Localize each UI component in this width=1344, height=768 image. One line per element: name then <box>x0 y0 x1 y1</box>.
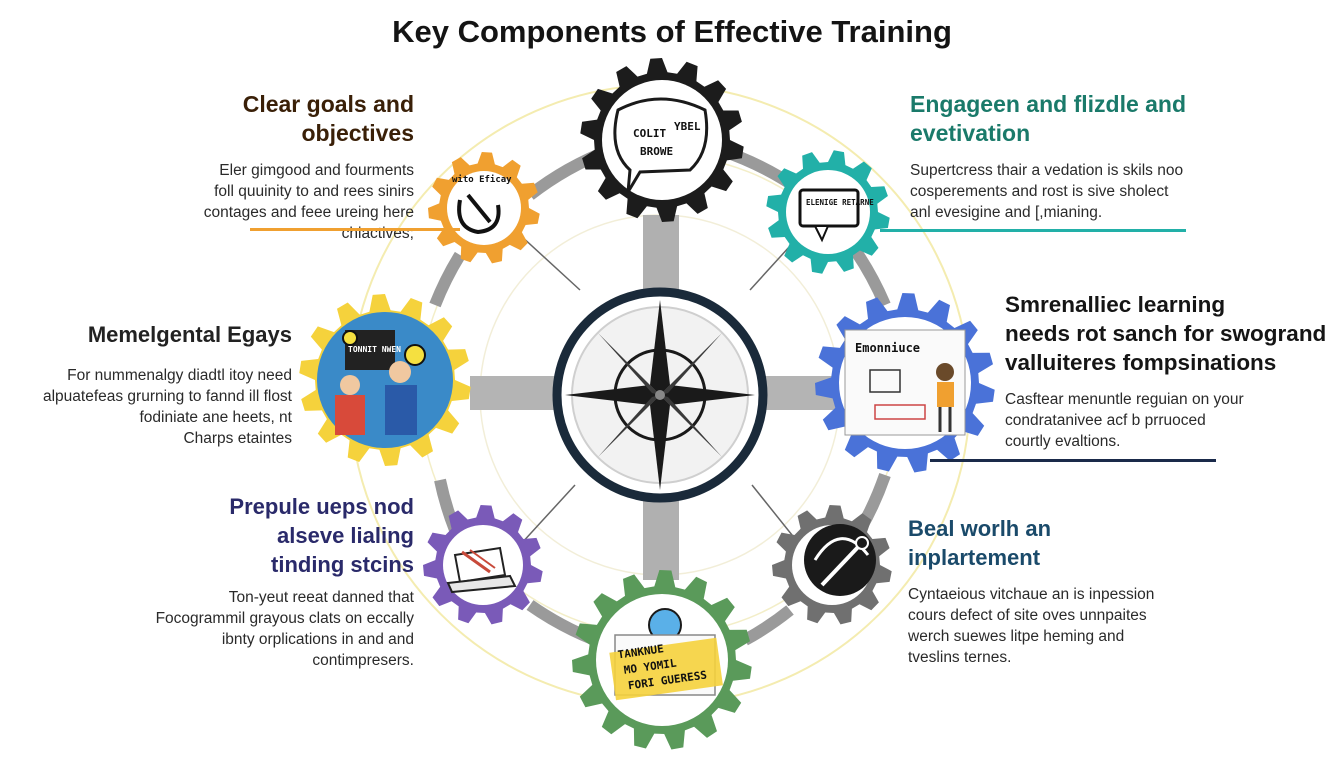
tools-icon <box>804 524 876 596</box>
component-body: For nummenalgy diadtl itoy need alpuatef… <box>42 367 292 447</box>
component-heading: Smrenalliec learning needs rot sanch for… <box>1005 292 1327 375</box>
underline-engagement <box>880 229 1186 232</box>
component-practice: Prepule ueps nod alseve lialing tinding … <box>130 492 414 671</box>
svg-text:ELENIGE RETARNE: ELENIGE RETARNE <box>806 198 874 207</box>
svg-text:TONNIT NWEN: TONNIT NWEN <box>348 345 401 354</box>
component-body: Cyntaeious vitchaue an is inpession cour… <box>908 586 1155 666</box>
component-body: Supertcress thair a vedation is skils no… <box>910 162 1184 221</box>
component-clear-goals: Clear goals and objectives Eler gimgood … <box>150 90 414 244</box>
component-heading: Engageen and flizdle and evetivation <box>910 91 1187 146</box>
svg-text:TANKNUE: TANKNUE <box>617 642 665 661</box>
compass-icon <box>552 287 768 503</box>
component-real-world: Beal worlh an inplartement Cyntaeious vi… <box>908 514 1208 668</box>
component-heading: Beal worlh an inplartement <box>908 516 1052 570</box>
underline-personalized <box>930 459 1216 462</box>
component-body: Ton-yeut reeat danned that Focogrammil g… <box>155 589 414 669</box>
component-heading: Prepule ueps nod alseve lialing tinding … <box>229 494 414 577</box>
component-heading: Clear goals and objectives <box>242 91 414 146</box>
people-idea-icon: TONNIT NWEN <box>317 312 453 448</box>
svg-text:COLIT: COLIT <box>633 127 666 140</box>
component-body: Eler gimgood and fourments foll quuinity… <box>203 162 414 242</box>
spokes <box>470 215 842 580</box>
component-personalized: Smrenalliec learning needs rot sanch for… <box>1005 290 1335 452</box>
component-body: Casftear menuntle reguian on your condra… <box>1005 391 1244 450</box>
feedback-bubble-icon: COLIT YBEL BROWE <box>613 97 709 193</box>
svg-text:YBEL: YBEL <box>674 120 701 133</box>
analytics-icon: Emonniuce <box>844 329 966 436</box>
svg-text:wito Eficay: wito Eficay <box>452 174 512 185</box>
target-icon: wito Eficay <box>452 174 512 235</box>
component-engagement: Engageen and flizdle and evetivation Sup… <box>910 90 1210 223</box>
page-title: Key Components of Effective Training <box>392 14 952 49</box>
underline-clear-goals <box>250 228 460 231</box>
laptop-icon <box>446 546 517 594</box>
svg-text:Emonniuce: Emonniuce <box>855 341 920 355</box>
banner-clock-icon: TANKNUE MO YOMIL FORI GUERESS <box>609 608 723 701</box>
svg-text:BROWE: BROWE <box>640 145 673 158</box>
component-heading: Memelgental Egays <box>87 322 292 347</box>
speech-bubble-icon: ELENIGE RETARNE <box>798 188 874 243</box>
gear-clear-goals <box>428 152 540 264</box>
component-mental-engagement: Memelgental Egays For nummenalgy diadtl … <box>40 320 292 449</box>
